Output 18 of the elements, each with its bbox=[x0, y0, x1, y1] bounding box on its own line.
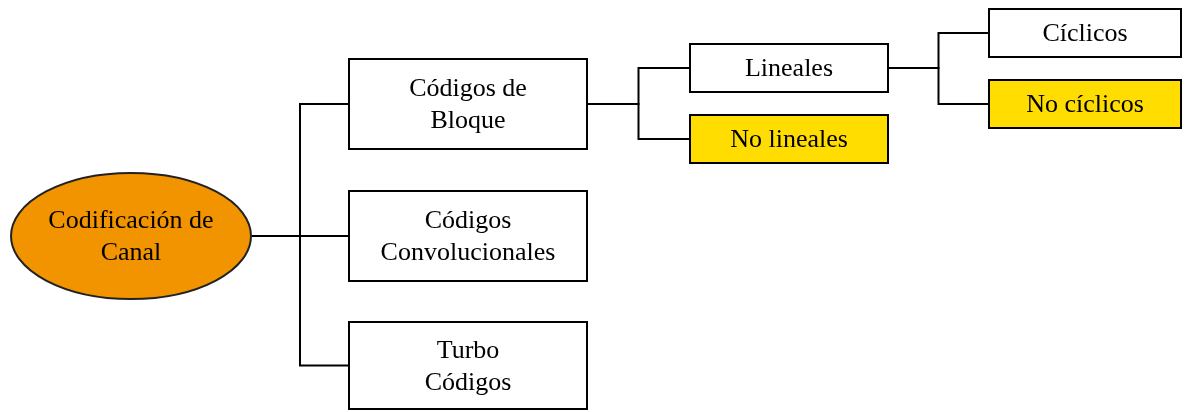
node-label: Lineales bbox=[744, 52, 834, 84]
node-label: Codificación de Canal bbox=[47, 204, 215, 268]
highlighted-box bbox=[689, 114, 889, 164]
highlighted-box bbox=[988, 79, 1182, 129]
node-label: No lineales bbox=[730, 123, 848, 155]
node-label: Códigos de Bloque bbox=[408, 72, 528, 136]
connector-line bbox=[251, 235, 349, 367]
category-box bbox=[348, 58, 588, 150]
category-box bbox=[988, 8, 1182, 58]
connector-line bbox=[888, 67, 989, 105]
category-box bbox=[348, 321, 588, 410]
category-box bbox=[348, 190, 588, 282]
category-box bbox=[689, 43, 889, 93]
connector-line bbox=[587, 103, 690, 140]
node-label: Cíclicos bbox=[1042, 17, 1128, 49]
node-label: Turbo Códigos bbox=[423, 333, 513, 398]
node-label: No cíclicos bbox=[1026, 88, 1144, 120]
node-label: Códigos Convolucionales bbox=[379, 204, 557, 268]
